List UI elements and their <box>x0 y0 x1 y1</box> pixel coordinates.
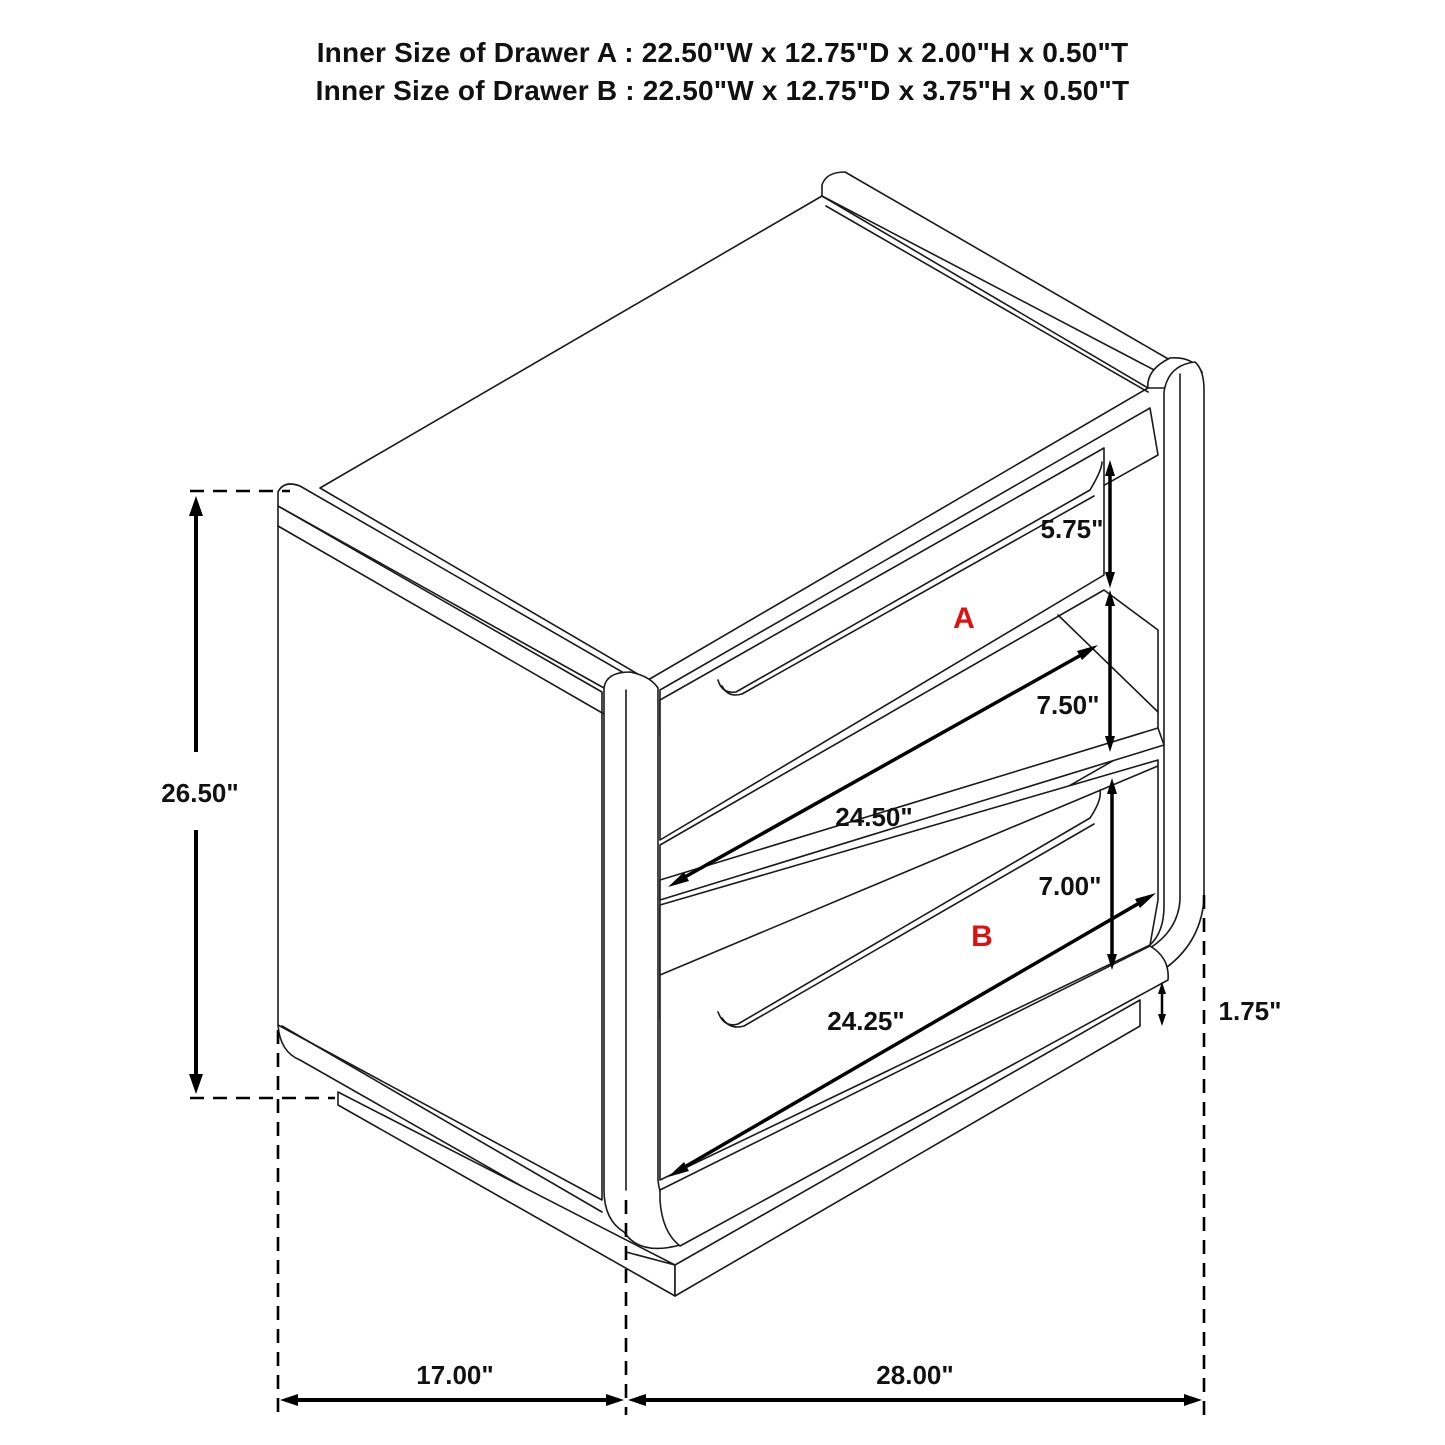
drawer-a-spec: Inner Size of Drawer A : 22.50"W x 12.75… <box>316 37 1129 68</box>
dim-footprint: 17.00" 28.00" <box>276 895 1206 1415</box>
dim-label-shelf-width: 24.50" <box>835 802 912 832</box>
dim-label-depth: 17.00" <box>416 1360 493 1390</box>
dim-label-bottom-drawer: 7.00" <box>1039 871 1102 901</box>
drawer-b-label: B <box>971 920 993 953</box>
dim-overall-height: 26.50" <box>161 489 335 1100</box>
dim-label-shelf-opening: 7.50" <box>1037 690 1100 720</box>
drawer-a[interactable] <box>659 407 1159 841</box>
dim-inner-widths: 24.50" 24.25" <box>668 645 1156 1177</box>
dim-label-width: 28.00" <box>876 1360 953 1390</box>
drawer-b[interactable] <box>659 759 1169 1247</box>
drawer-a-label: A <box>953 602 975 635</box>
drawer-specs-header: Inner Size of Drawer A : 22.50"W x 12.75… <box>0 34 1445 110</box>
nightstand-left-side <box>277 483 651 1233</box>
dim-label-base: 1.75" <box>1219 996 1282 1026</box>
drawer-b-spec: Inner Size of Drawer B : 22.50"W x 12.75… <box>315 75 1130 106</box>
dim-label-overall-height: 26.50" <box>161 778 238 808</box>
dim-label-drawer-b-width: 24.25" <box>827 1006 904 1036</box>
dim-label-top-drawer: 5.75" <box>1041 514 1104 544</box>
dim-vertical-stack: 5.75" 7.50" 7.00" 1.75" <box>1037 460 1282 1026</box>
nightstand-plinth <box>337 999 1141 1297</box>
